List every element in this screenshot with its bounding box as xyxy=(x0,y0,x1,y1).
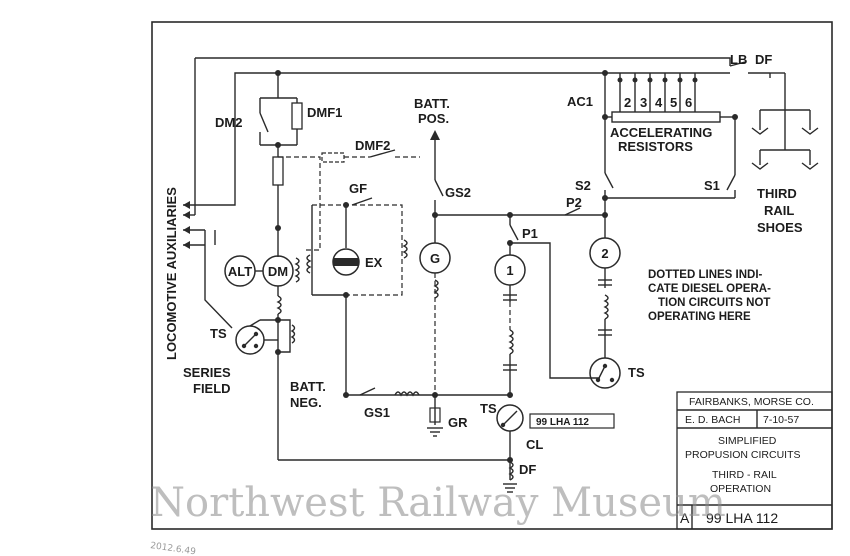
note-line-1: DOTTED LINES INDI- xyxy=(648,269,763,281)
cl-label: CL xyxy=(526,437,543,452)
note-line-2: CATE DIESEL OPERA- xyxy=(648,283,771,295)
top-bus-wiring xyxy=(183,57,731,329)
third-rail-shoes xyxy=(729,61,819,170)
resistor-number: 5 xyxy=(670,95,677,110)
note-line-3: TION CIRCUITS NOT xyxy=(658,297,770,309)
dm-label: DM xyxy=(268,264,288,279)
batt-neg-label-2: NEG. xyxy=(290,395,322,410)
third-rail-label-3: SHOES xyxy=(757,220,803,235)
accelerating-label-2: RESISTORS xyxy=(618,139,693,154)
gs1-label: GS1 xyxy=(364,405,390,420)
drawing-date: 7-10-57 xyxy=(763,414,799,426)
resistor-number: 4 xyxy=(655,95,663,110)
batt-neg-label-1: BATT. xyxy=(290,379,326,394)
accelerating-resistor-bank xyxy=(564,70,738,216)
diesel-dotted-circuits xyxy=(278,149,420,395)
dm2-label: DM2 xyxy=(215,115,242,130)
motor-2-label: 2 xyxy=(601,246,608,261)
note-line-4: OPERATING HERE xyxy=(648,311,751,323)
resistor-number: 6 xyxy=(685,95,692,110)
gr-label: GR xyxy=(448,415,468,430)
p2-label: P2 xyxy=(566,195,582,210)
s1-label: S1 xyxy=(704,178,720,193)
ac1-label: AC1 xyxy=(567,94,593,109)
generator-branch: G xyxy=(419,130,605,437)
g-label: G xyxy=(430,251,440,266)
resistor-number: 3 xyxy=(640,95,647,110)
batt-pos-label-2: POS. xyxy=(418,111,449,126)
dm-field-branch xyxy=(259,70,303,257)
drawing-number: 99 LHA 112 xyxy=(706,510,778,526)
resistor-numbers: 2 3 4 5 6 xyxy=(624,95,692,110)
s2-label: S2 xyxy=(575,178,591,193)
dmf1-label: DMF1 xyxy=(307,105,342,120)
negative-bus xyxy=(278,387,615,493)
auxiliaries-label: LOCOMOTIVE AUXILIARIES xyxy=(164,187,179,360)
exciter: EX xyxy=(332,248,383,276)
pencil-catalog-note: 2012.6.49 xyxy=(150,541,197,556)
lb-label: LB xyxy=(730,52,747,67)
df-bottom-label: DF xyxy=(519,462,536,477)
drawn-by: E. D. BACH xyxy=(685,414,740,426)
third-rail-label-1: THIRD xyxy=(757,186,797,201)
museum-watermark: Northwest Railway Museum xyxy=(150,480,726,526)
third-rail-label-2: RAIL xyxy=(764,203,794,218)
resistor-taps xyxy=(617,73,698,112)
motor-2-branch: 2 xyxy=(589,212,621,389)
df-top-label: DF xyxy=(755,52,772,67)
batt-pos-label-1: BATT. xyxy=(414,96,450,111)
title-line-1: SIMPLIFIED xyxy=(718,435,777,447)
resistor-number: 2 xyxy=(624,95,631,110)
title-line-2: PROPUSION CIRCUITS xyxy=(685,449,801,461)
dm-machine: DM xyxy=(255,255,300,320)
gs2-label: GS2 xyxy=(445,185,471,200)
series-field-block xyxy=(235,317,296,460)
title-line-3: THIRD - RAIL xyxy=(712,469,777,481)
ts-mid-label: TS xyxy=(480,401,497,416)
series-field-label-1: SERIES xyxy=(183,365,231,380)
motor-1-label: 1 xyxy=(506,263,513,278)
ex-label: EX xyxy=(365,255,383,270)
series-field-label-2: FIELD xyxy=(193,381,231,396)
alt-label: ALT xyxy=(228,264,252,279)
dmf2-label: DMF2 xyxy=(355,138,390,153)
company-name: FAIRBANKS, MORSE CO. xyxy=(689,396,814,408)
sheet-size: A xyxy=(680,510,690,526)
title-block xyxy=(676,391,833,530)
ts-right-label: TS xyxy=(628,365,645,380)
reference-box-label: 99 LHA 112 xyxy=(536,417,589,428)
motor-1-branch: 1 xyxy=(494,212,600,395)
accelerating-label-1: ACCELERATING xyxy=(610,125,712,140)
ts-left-label: TS xyxy=(210,326,227,341)
drawing-border xyxy=(151,21,833,530)
alt-machine: ALT xyxy=(224,255,256,287)
gf-label: GF xyxy=(349,181,367,196)
p1-label: P1 xyxy=(522,226,538,241)
title-line-4: OPERATION xyxy=(710,483,771,495)
